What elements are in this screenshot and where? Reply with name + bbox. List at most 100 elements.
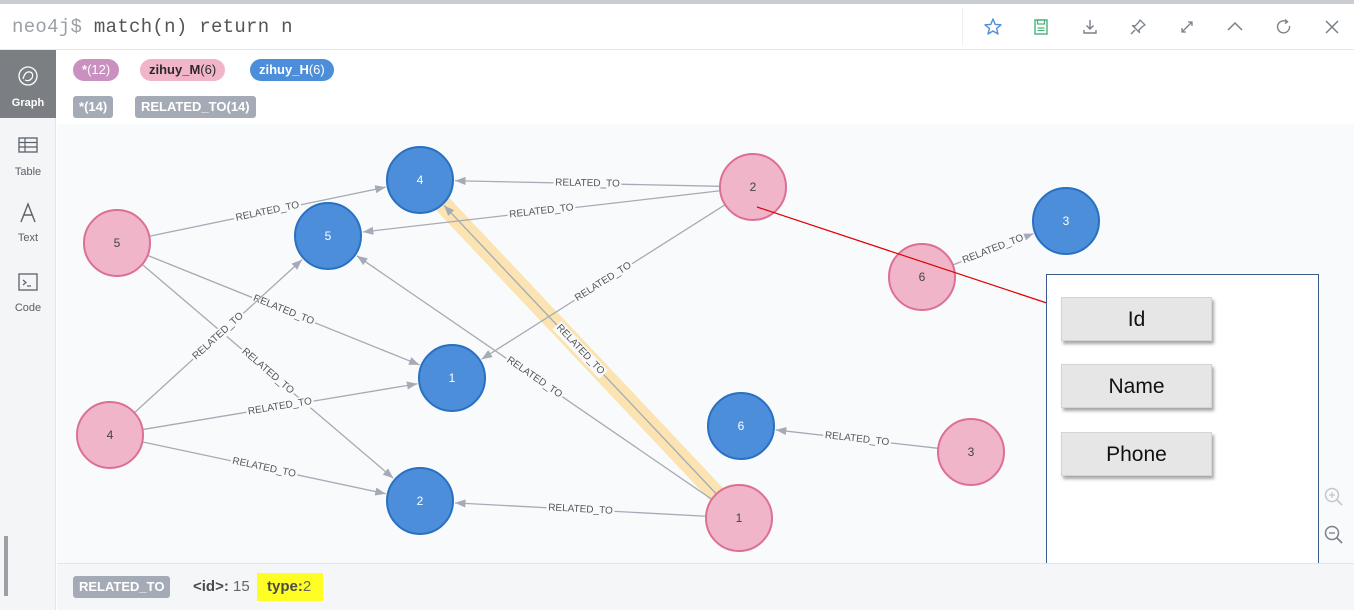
prop-key: type: bbox=[267, 578, 303, 595]
graph-node-m1[interactable]: 1 bbox=[705, 484, 773, 552]
legend-node-all[interactable]: *(12) bbox=[73, 59, 120, 81]
graph-node-h3[interactable]: 3 bbox=[1032, 187, 1100, 255]
field-phone-button[interactable]: Phone bbox=[1061, 432, 1212, 476]
relationship-label-bg bbox=[229, 454, 299, 481]
relationship-label: RELATED_TO bbox=[252, 293, 316, 327]
collapse-icon[interactable] bbox=[1222, 14, 1248, 40]
query-editor[interactable]: neo4j$ match(n) return n bbox=[12, 16, 293, 38]
node-circle[interactable] bbox=[83, 209, 151, 277]
relationship-edge[interactable]: RELATED_TO bbox=[147, 254, 420, 366]
relationship-label-bg bbox=[237, 344, 298, 398]
graph-node-m2[interactable]: 2 bbox=[719, 153, 787, 221]
editor-prompt: neo4j$ bbox=[12, 16, 83, 38]
command-bar: neo4j$ match(n) return n bbox=[0, 4, 1354, 50]
relationship-label-bg bbox=[822, 429, 892, 449]
legend-rel-related-to[interactable]: RELATED_TO(14) bbox=[135, 96, 256, 118]
node-circle[interactable] bbox=[386, 146, 454, 214]
relationship-label: RELATED_TO bbox=[961, 232, 1025, 266]
legend-count: (12) bbox=[87, 62, 111, 77]
node-circle[interactable] bbox=[707, 392, 775, 460]
text-icon bbox=[20, 202, 36, 223]
download-icon[interactable] bbox=[1077, 14, 1103, 40]
field-id-button[interactable]: Id bbox=[1061, 297, 1212, 341]
node-circle[interactable] bbox=[76, 401, 144, 469]
query-text[interactable]: match(n) return n bbox=[93, 16, 293, 38]
sidebar-item-label: Text bbox=[17, 232, 39, 244]
graph-node-m4[interactable]: 4 bbox=[76, 401, 144, 469]
sidebar-item-graph[interactable]: Graph bbox=[0, 50, 56, 118]
sidebar-item-code[interactable]: Code bbox=[0, 260, 56, 328]
relationship-label: RELATED_TO bbox=[554, 322, 607, 377]
node-circle[interactable] bbox=[937, 418, 1005, 486]
node-label: 3 bbox=[968, 445, 975, 459]
node-circle[interactable] bbox=[888, 243, 956, 311]
graph-node-h6[interactable]: 6 bbox=[707, 392, 775, 460]
node-label: 6 bbox=[738, 419, 745, 433]
relationship-label-bg bbox=[552, 320, 608, 379]
graph-node-h1[interactable]: 1 bbox=[418, 344, 486, 412]
legend-label: zihuy_M bbox=[149, 62, 201, 77]
resize-handle[interactable] bbox=[4, 536, 8, 596]
favorite-star-icon[interactable] bbox=[980, 14, 1006, 40]
code-icon bbox=[18, 273, 38, 291]
fullscreen-icon[interactable] bbox=[1174, 14, 1200, 40]
node-label: 2 bbox=[417, 494, 424, 508]
legend-node-zihuy-m[interactable]: zihuy_M(6) bbox=[140, 59, 226, 81]
legend-node-zihuy-h[interactable]: zihuy_H(6) bbox=[250, 59, 334, 81]
prop-value: 15 bbox=[233, 578, 250, 595]
node-circle[interactable] bbox=[705, 484, 773, 552]
field-name-button[interactable]: Name bbox=[1061, 364, 1212, 408]
relationship-edge[interactable]: RELATED_TO bbox=[454, 499, 707, 518]
relationship-edge[interactable]: RELATED_TO bbox=[952, 231, 1034, 268]
node-label: 5 bbox=[325, 229, 332, 243]
relationship-edge[interactable]: RELATED_TO bbox=[142, 441, 386, 496]
legend-label: RELATED_TO bbox=[141, 99, 227, 114]
graph-node-h5[interactable]: 5 bbox=[294, 202, 362, 270]
graph-icon bbox=[18, 66, 38, 86]
sidebar-item-table[interactable]: Table bbox=[0, 122, 56, 190]
status-rel-type[interactable]: RELATED_TO bbox=[73, 576, 171, 598]
relationship-edge[interactable]: RELATED_TO bbox=[454, 176, 721, 191]
legend-label: zihuy_H bbox=[259, 62, 309, 77]
pin-icon[interactable] bbox=[1125, 14, 1151, 40]
legend-rel-all[interactable]: *(14) bbox=[73, 96, 114, 118]
save-icon[interactable] bbox=[1028, 14, 1054, 40]
relationship-edge[interactable]: RELATED_TO bbox=[133, 259, 303, 414]
legend-count: (14) bbox=[226, 99, 250, 114]
relationship-label: RELATED_TO bbox=[573, 260, 634, 304]
zoom-in-icon[interactable] bbox=[1320, 483, 1348, 511]
node-circle[interactable] bbox=[719, 153, 787, 221]
node-label: 2 bbox=[750, 180, 757, 194]
node-circle[interactable] bbox=[294, 202, 362, 270]
relationship-label-bg bbox=[189, 308, 248, 364]
close-icon[interactable] bbox=[1319, 14, 1345, 40]
sidebar-item-label: Graph bbox=[11, 97, 45, 109]
graph-node-h2[interactable]: 2 bbox=[386, 467, 454, 535]
relationship-label-bg bbox=[959, 231, 1027, 268]
graph-node-m3[interactable]: 3 bbox=[937, 418, 1005, 486]
relationship-edge[interactable]: RELATED_TO bbox=[142, 381, 418, 431]
relationship-label-bg bbox=[507, 201, 576, 222]
zoom-out-icon[interactable] bbox=[1320, 521, 1348, 549]
sidebar-item-text[interactable]: Text bbox=[0, 192, 56, 260]
relationship-label: RELATED_TO bbox=[235, 200, 301, 224]
node-circle[interactable] bbox=[418, 344, 486, 412]
annotation-arrow bbox=[756, 206, 1093, 319]
node-circle[interactable] bbox=[1032, 187, 1100, 255]
prop-key: <id>: bbox=[193, 578, 229, 595]
inspector-bar: RELATED_TO <id>: 15 type:2 bbox=[57, 563, 1354, 610]
relationship-label-bg bbox=[571, 258, 636, 306]
rerun-icon[interactable] bbox=[1271, 14, 1297, 40]
relationship-edge[interactable]: RELATED_TO bbox=[775, 427, 939, 449]
relationship-label-bg bbox=[546, 501, 615, 518]
graph-node-h4[interactable]: 4 bbox=[386, 146, 454, 214]
relationship-label: RELATED_TO bbox=[505, 355, 565, 401]
status-prop-id: <id>: 15 bbox=[193, 578, 250, 595]
graph-node-m5[interactable]: 5 bbox=[83, 209, 151, 277]
graph-node-m6[interactable]: 6 bbox=[888, 243, 956, 311]
relationship-edge[interactable]: RELATED_TO bbox=[443, 205, 717, 495]
node-label: 5 bbox=[114, 236, 121, 250]
node-circle[interactable] bbox=[386, 467, 454, 535]
relationship-label: RELATED_TO bbox=[247, 396, 313, 418]
sidebar-item-label: Code bbox=[14, 302, 42, 314]
